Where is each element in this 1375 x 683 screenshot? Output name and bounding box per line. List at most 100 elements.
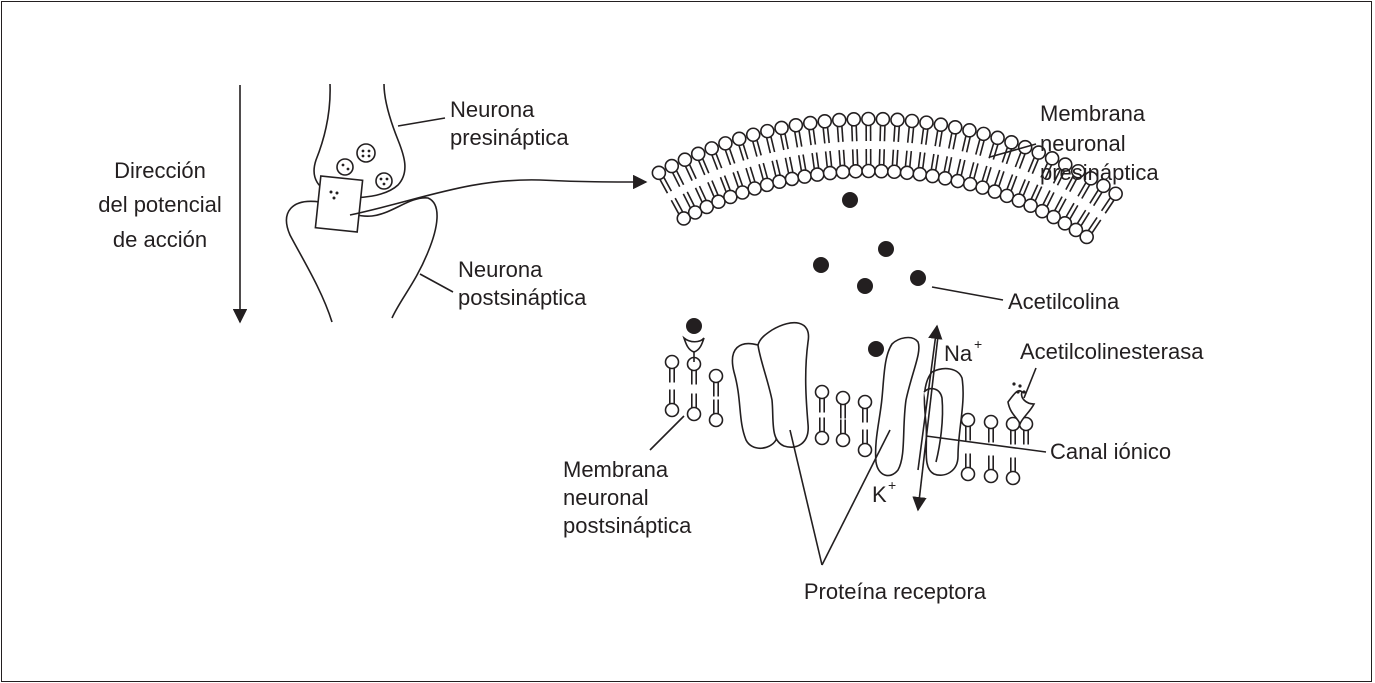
phospholipid-head — [951, 175, 964, 188]
pre-membrane-label-line1: Membrana — [1040, 101, 1146, 126]
phospholipid-head — [862, 165, 875, 178]
potassium-label: K — [872, 482, 887, 507]
postsynaptic-neuron — [287, 198, 438, 322]
phospholipid-head — [733, 132, 746, 145]
post-neuron-leader — [420, 274, 453, 292]
phospholipid-head — [939, 172, 952, 185]
phospholipid-head — [773, 175, 786, 188]
phospholipid-head — [833, 114, 846, 127]
phospholipid-head — [811, 168, 824, 181]
ion-channel-label: Canal iónico — [1050, 439, 1171, 464]
phospholipid-head — [1005, 136, 1018, 149]
direction-label-line2: del potencial — [98, 192, 222, 217]
phospholipid-head — [804, 117, 817, 130]
phospholipid-head — [748, 182, 761, 195]
phospholipid-head — [710, 370, 723, 383]
postsynaptic-membrane-lipids — [666, 356, 1033, 485]
phospholipid-head — [710, 414, 723, 427]
phospholipid-head — [666, 404, 679, 417]
potassium-charge: + — [888, 477, 896, 493]
phospholipid-head — [665, 160, 678, 173]
phospholipid-head — [761, 125, 774, 138]
phospholipid-head — [849, 165, 862, 178]
phospholipid-head — [818, 115, 831, 128]
zoom-box — [315, 176, 362, 232]
pre-neuron-label-line2: presináptica — [450, 125, 569, 150]
phospholipid-head — [847, 113, 860, 126]
acetylcholine-leader — [932, 287, 1003, 300]
phospholipid-head — [859, 444, 872, 457]
post-membrane-label-line3: postsináptica — [563, 513, 692, 538]
acetylcholine-label: Acetilcolina — [1008, 289, 1120, 314]
phospholipid-head — [678, 153, 691, 166]
pre-membrane-label-line3: presináptica — [1040, 160, 1159, 185]
phospholipid-head — [920, 116, 933, 129]
direction-label-line3: de acción — [113, 227, 207, 252]
post-neuron-label-line1: Neurona — [458, 257, 543, 282]
pre-neuron-label-line1: Neurona — [450, 97, 535, 122]
phospholipid-head — [888, 165, 901, 178]
phospholipid-head — [785, 172, 798, 185]
phospholipid-head — [905, 115, 918, 128]
left-receptor — [684, 338, 704, 352]
phospholipid-head — [1109, 187, 1122, 200]
phospholipid-head — [901, 166, 914, 179]
sodium-label: Na — [944, 341, 973, 366]
phospholipid-head — [1080, 230, 1093, 243]
phospholipid-head — [705, 142, 718, 155]
direction-label-line1: Dirección — [114, 158, 206, 183]
post-neuron-label-line2: postsináptica — [458, 285, 587, 310]
phospholipid-head — [988, 185, 1001, 198]
phospholipid-head — [836, 165, 849, 178]
phospholipid-head — [719, 137, 732, 150]
phospholipid-head — [837, 392, 850, 405]
phospholipid-head — [712, 195, 725, 208]
zoom-arrow — [350, 180, 646, 215]
post-membrane-label-line2: neuronal — [563, 485, 649, 510]
pre-membrane-label-line2: neuronal — [1040, 131, 1126, 156]
phospholipid-head — [962, 414, 975, 427]
phospholipid-head — [652, 166, 665, 179]
phospholipid-head — [1000, 189, 1013, 202]
phospholipid-head — [724, 190, 737, 203]
phospholipid-head — [736, 186, 749, 199]
phospholipid-head — [837, 434, 850, 447]
phospholipid-head — [798, 170, 811, 183]
phospholipid-head — [859, 396, 872, 409]
phospholipid-head — [862, 113, 875, 126]
phospholipid-head — [891, 113, 904, 126]
phospholipid-head — [876, 113, 889, 126]
pre-neuron-leader — [398, 118, 445, 126]
phospholipid-head — [760, 178, 773, 191]
phospholipid-head — [816, 386, 829, 399]
phospholipid-head — [976, 181, 989, 194]
phospholipid-head — [964, 178, 977, 191]
receptor-protein-1 — [732, 323, 808, 449]
phospholipid-head — [991, 131, 1004, 144]
phospholipid-head — [775, 121, 788, 134]
phospholipid-head — [913, 168, 926, 181]
post-membrane-label-line1: Membrana — [563, 457, 669, 482]
sodium-charge: + — [974, 336, 982, 352]
phospholipid-head — [692, 147, 705, 160]
phospholipid-head — [985, 416, 998, 429]
receptor-protein-label: Proteína receptora — [804, 579, 987, 604]
phospholipid-head — [949, 121, 962, 134]
phospholipid-head — [977, 127, 990, 140]
phospholipid-head — [789, 119, 802, 132]
phospholipid-head — [875, 165, 888, 178]
phospholipid-head — [1007, 472, 1020, 485]
phospholipid-head — [816, 432, 829, 445]
phospholipid-head — [926, 170, 939, 183]
receptor-leader-1 — [790, 430, 822, 565]
acetylcholinesterase-label: Acetilcolinesterasa — [1020, 339, 1204, 364]
post-membrane-leader — [650, 416, 684, 450]
phospholipid-head — [824, 167, 837, 180]
phospholipid-head — [963, 124, 976, 137]
phospholipid-head — [747, 128, 760, 141]
phospholipid-head — [934, 118, 947, 131]
phospholipid-head — [985, 470, 998, 483]
phospholipid-head — [688, 408, 701, 421]
phospholipid-head — [666, 356, 679, 369]
